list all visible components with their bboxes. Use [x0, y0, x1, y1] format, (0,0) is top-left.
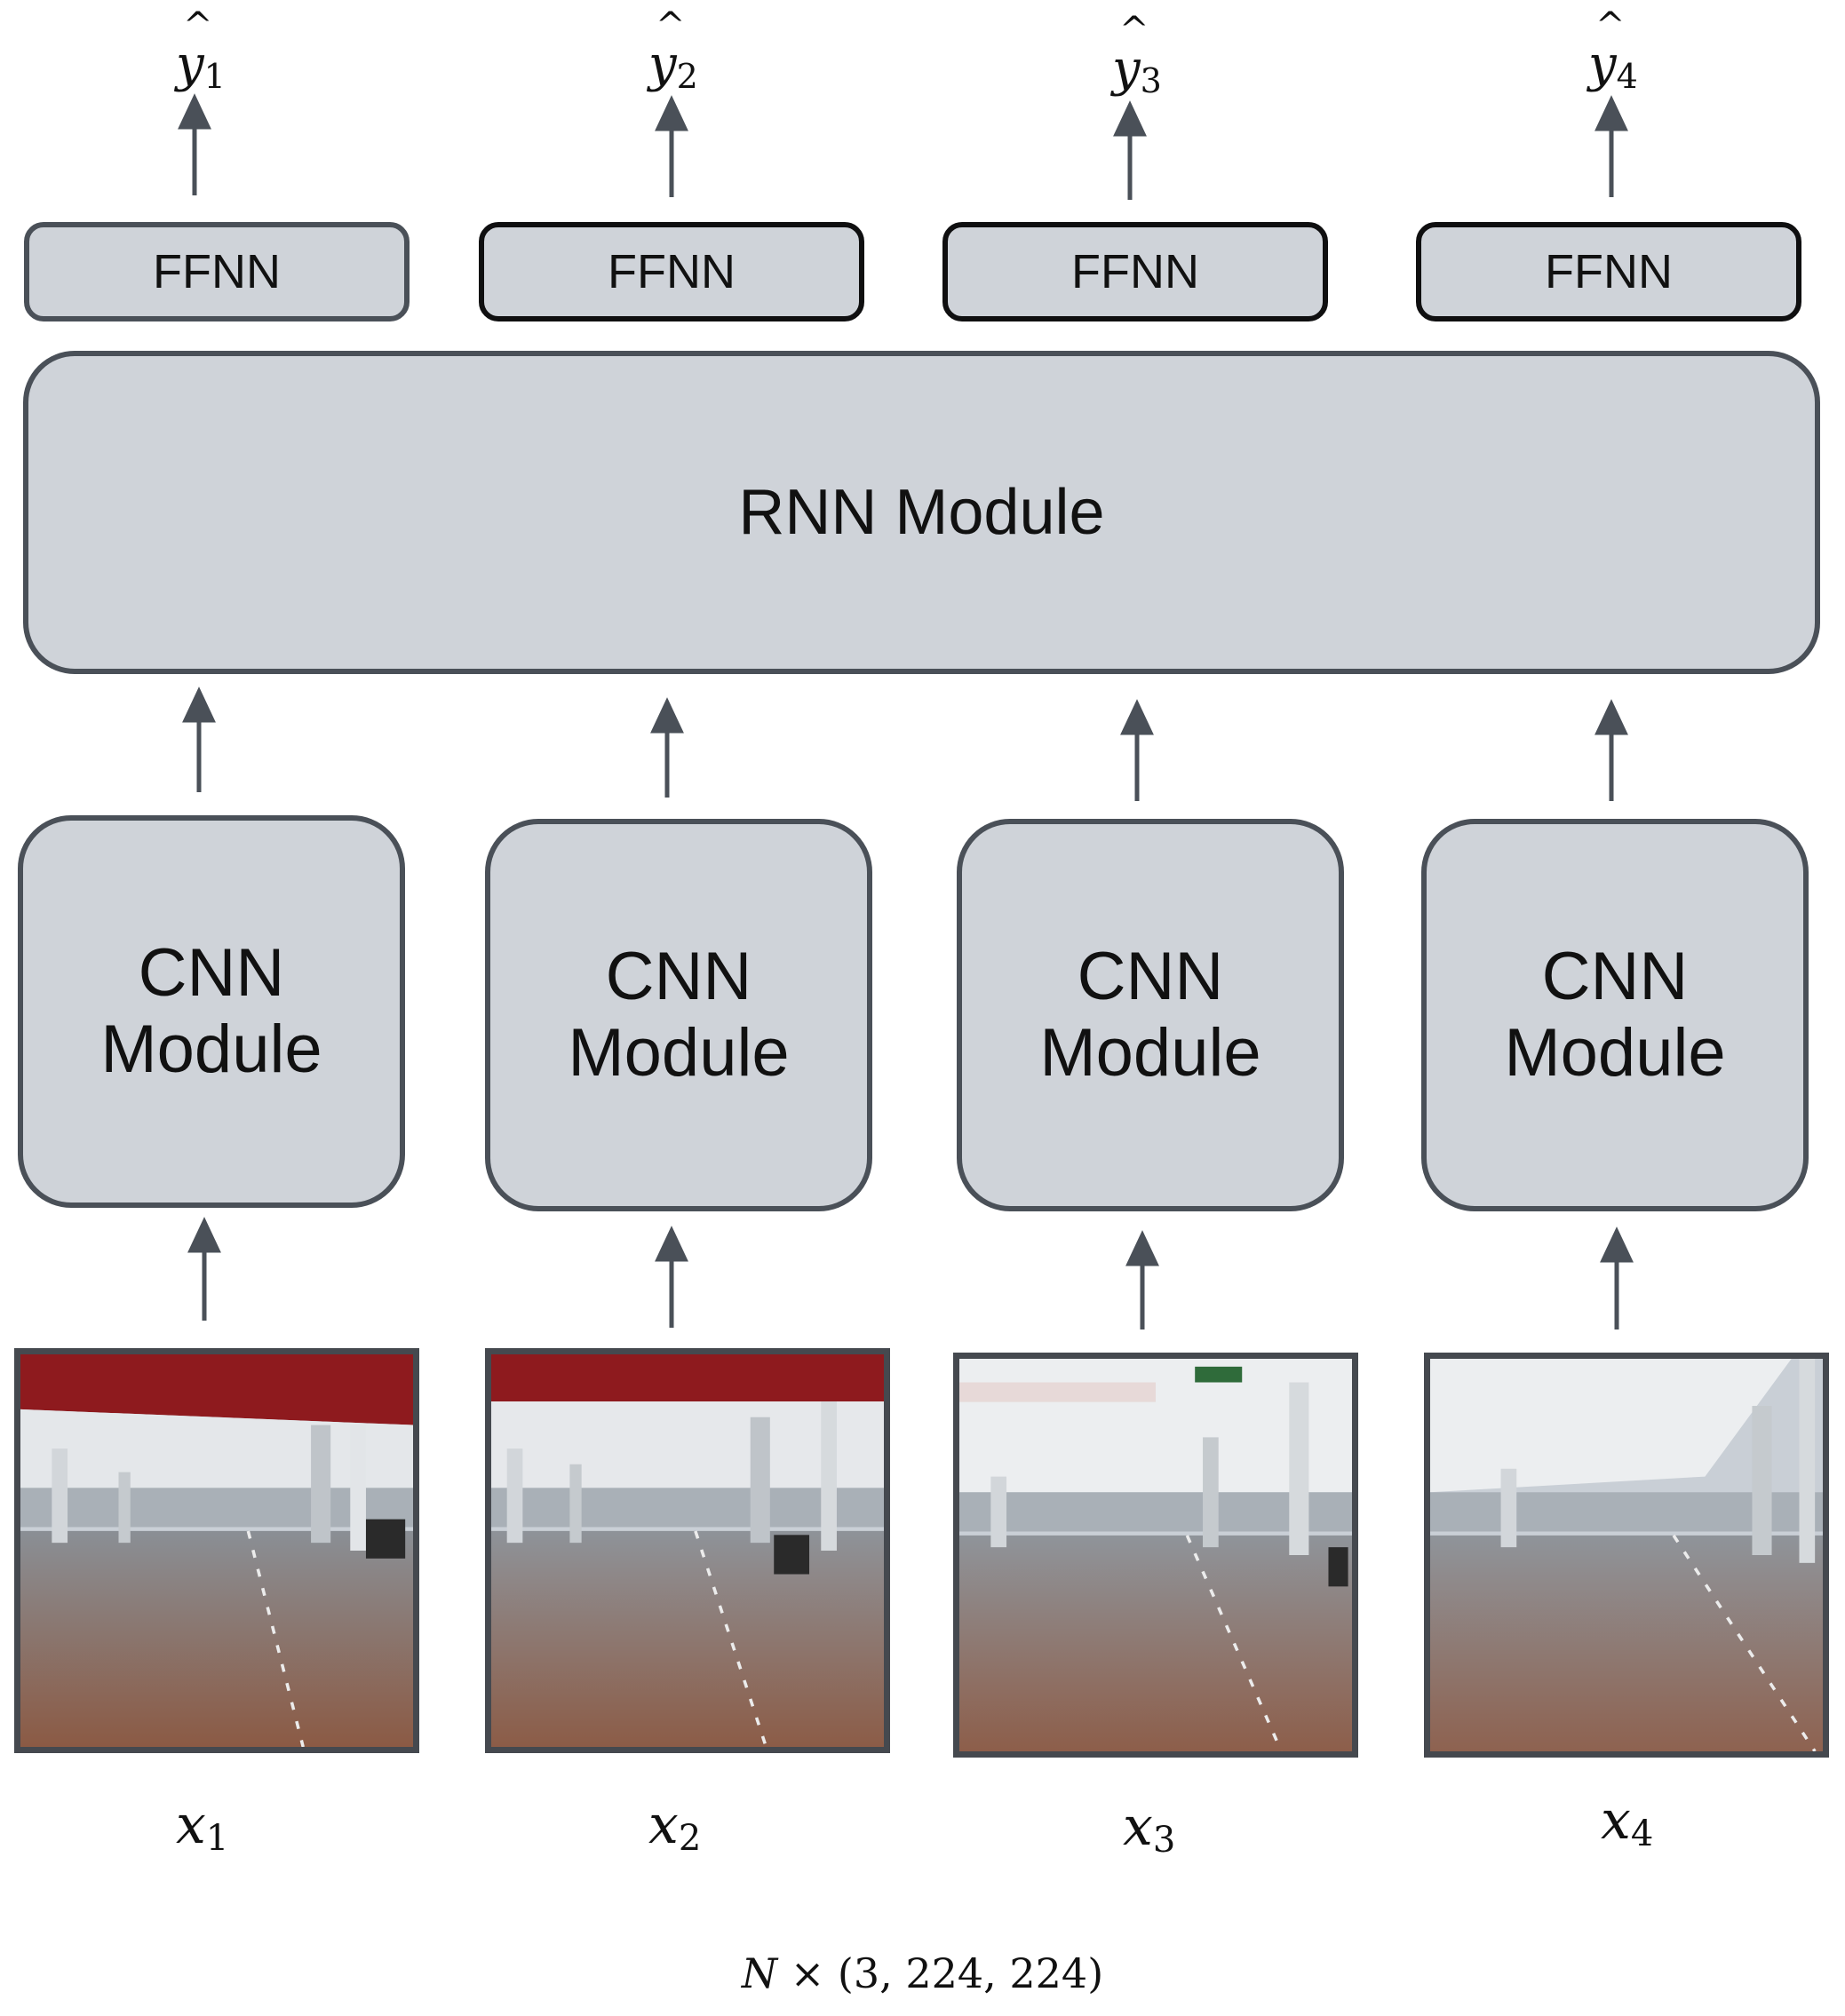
- output-label-y3: ^y3: [1112, 10, 1162, 100]
- ffnn-box-1: FFNN: [24, 222, 410, 321]
- cnn-label-line2: Module: [568, 1015, 790, 1091]
- ffnn-box-3: FFNN: [942, 222, 1328, 321]
- ffnn-box-2: FFNN: [479, 222, 864, 321]
- input-image-3: [953, 1353, 1358, 1758]
- cnn-label-line2: Module: [1039, 1015, 1261, 1091]
- cnn-label-line1: CNN: [1077, 939, 1224, 1014]
- rnn-module-box: RNN Module: [23, 351, 1820, 674]
- cnn-label-line2: Module: [1504, 1015, 1726, 1091]
- ffnn-label: FFNN: [1545, 245, 1673, 298]
- input-image-4: [1424, 1353, 1829, 1758]
- cnn-label-line2: Module: [100, 1012, 322, 1087]
- input-shape-formula: N × (3, 224, 224): [741, 1949, 1104, 1997]
- input-image-2: [485, 1348, 890, 1753]
- cnn-label-line1: CNN: [605, 939, 752, 1014]
- input-label-x1: x1: [176, 1794, 229, 1859]
- ffnn-label: FFNN: [153, 245, 281, 298]
- output-label-y1: ^y1: [176, 5, 226, 96]
- ffnn-label: FFNN: [1071, 245, 1199, 298]
- input-label-x2: x2: [648, 1794, 702, 1859]
- input-label-x3: x3: [1123, 1796, 1176, 1861]
- input-image-1: [14, 1348, 419, 1753]
- cnn-label-line1: CNN: [1541, 939, 1689, 1014]
- output-label-y4: ^y4: [1588, 5, 1638, 96]
- input-label-x4: x4: [1601, 1790, 1654, 1854]
- ffnn-box-4: FFNN: [1416, 222, 1801, 321]
- ffnn-label: FFNN: [608, 245, 736, 298]
- cnn-label-line1: CNN: [138, 935, 285, 1011]
- output-label-y2: ^y2: [648, 5, 698, 96]
- rnn-module-label: RNN Module: [738, 477, 1105, 548]
